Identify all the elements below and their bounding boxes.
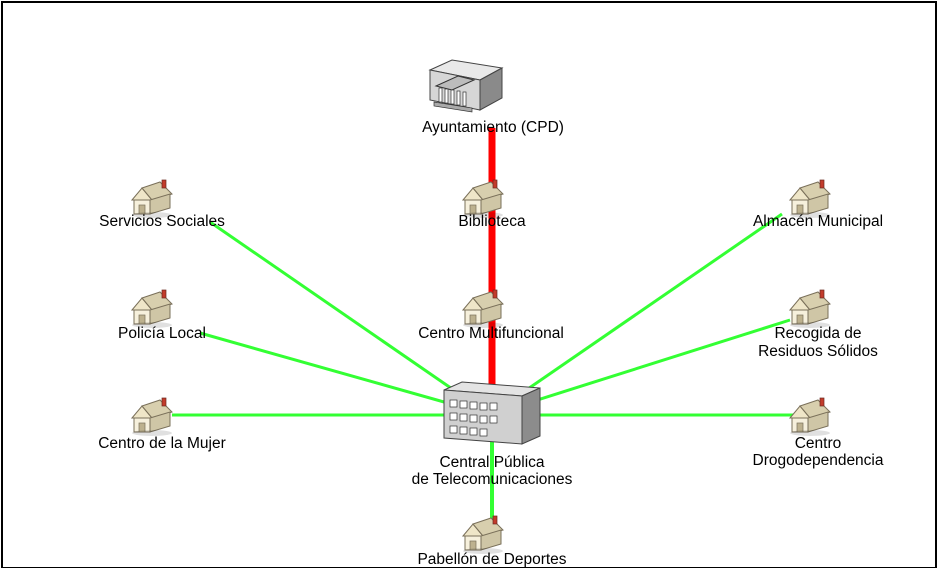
node-label-policia-local: Policía Local [118,325,206,342]
node-label-biblioteca: Biblioteca [458,213,526,230]
node-label-central-line2: de Telecomunicaciones [411,471,573,488]
government-building-icon [428,59,504,113]
house-icon-centro-multifuncional [462,289,504,329]
link-policia-local [199,331,491,417]
node-label-recogida-line1: Recogida de [774,325,862,342]
house-icon-policia-local [131,289,173,329]
house-icon-centro-mujer [131,397,173,437]
node-label-servicios-sociales: Servicios Sociales [99,213,225,230]
node-label-pabellon: Pabellón de Deportes [417,551,567,568]
link-almacen [489,212,783,417]
node-label-recogida-line2: Residuos Sólidos [758,343,878,360]
link-servicios-sociales [209,220,491,417]
house-icon-pabellon [462,515,504,555]
node-label-drogodependencia-line2: Drogodependencia [752,452,884,469]
node-label-centro-multifuncional: Centro Multifuncional [418,325,564,342]
house-icon-drogodependencia [789,397,831,437]
house-icon-recogida [789,289,831,329]
node-label-centro-mujer: Centro de la Mujer [98,435,226,452]
node-label-ayuntamiento: Ayuntamiento (CPD) [422,119,564,136]
office-building-icon [443,381,541,445]
node-label-drogodependencia-line1: Centro [794,435,842,452]
node-label-central-line1: Central Pública [439,454,545,471]
node-label-almacen: Almacén Municipal [752,213,884,230]
